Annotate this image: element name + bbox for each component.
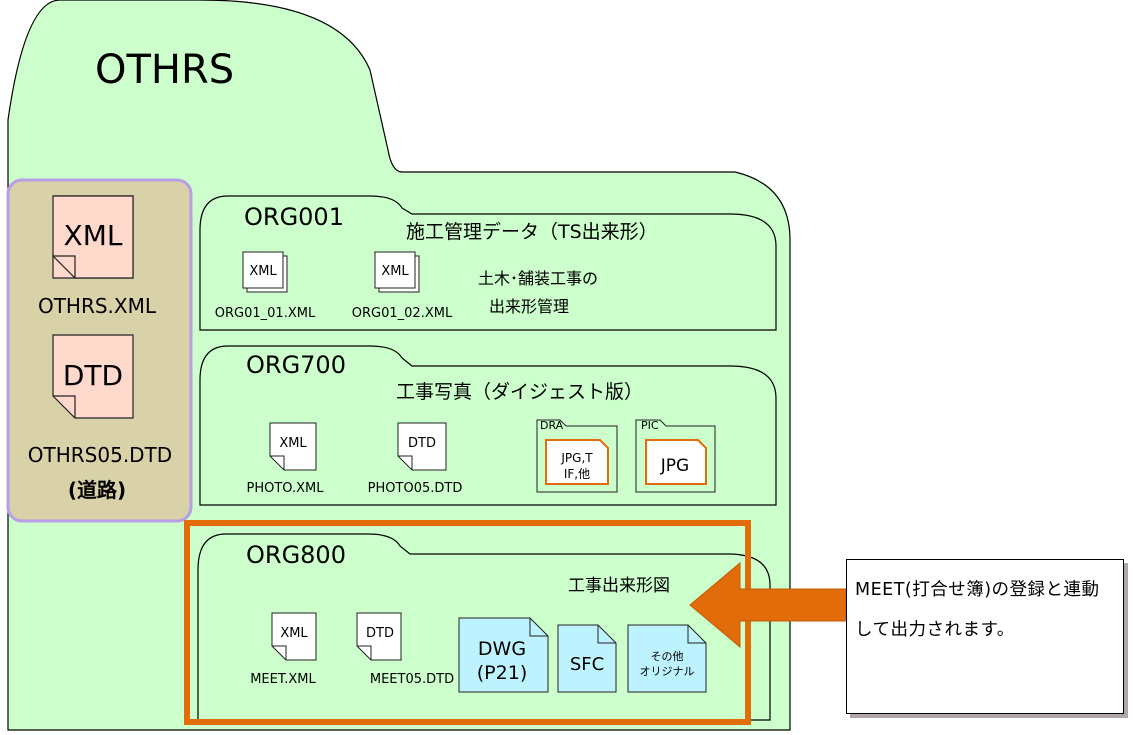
svg-text:DWG: DWG — [478, 638, 526, 660]
org700-name: ORG700 — [246, 351, 346, 379]
svg-text:DTD: DTD — [366, 626, 394, 641]
org001-name: ORG001 — [244, 203, 344, 231]
svg-text:XML: XML — [249, 264, 277, 279]
org01-02-xml-label: ORG01_02.XML — [352, 306, 453, 321]
org01-01-xml-icon: XML — [242, 251, 288, 293]
photo-xml-icon: XML — [269, 422, 317, 471]
photo-dtd-label: PHOTO05.DTD — [368, 481, 463, 496]
dwg-p21-icon: DWG (P21) — [458, 617, 549, 693]
org800-title: 工事出来形図 — [568, 576, 670, 596]
othrs-title: OTHRS — [95, 47, 234, 93]
org001-desc-line1: 土木･舗装工事の — [478, 269, 598, 288]
svg-text:IF,他: IF,他 — [564, 467, 590, 481]
org001-folder — [199, 195, 777, 331]
svg-text:(P21): (P21) — [477, 662, 527, 684]
other-original-icon: その他 オリジナル — [627, 624, 707, 693]
othrs-xml-icon: XML — [52, 195, 134, 279]
org700-folder — [199, 345, 777, 506]
othrs-dtd-icon: DTD — [52, 334, 134, 419]
orange-arrow — [689, 561, 847, 649]
svg-text:オリジナル: オリジナル — [640, 665, 695, 678]
svg-text:JPG,T: JPG,T — [560, 451, 593, 465]
svg-text:XML: XML — [279, 436, 307, 451]
meet-dtd-icon: DTD — [356, 612, 402, 661]
org001-desc-line2: 出来形管理 — [489, 297, 569, 316]
dra-subfolder: DRA JPG,T IF,他 — [536, 419, 618, 493]
svg-text:JPG: JPG — [660, 456, 689, 476]
svg-text:DRA: DRA — [540, 419, 564, 432]
org001-title: 施工管理データ（TS出来形） — [406, 221, 658, 243]
org700-title: 工事写真（ダイジェスト版） — [396, 381, 643, 403]
svg-text:DTD: DTD — [63, 359, 123, 392]
othrs-xml-label: OTHRS.XML — [38, 294, 157, 318]
org01-02-xml-icon: XML — [374, 251, 420, 293]
svg-text:XML: XML — [280, 626, 308, 641]
sfc-icon: SFC — [557, 624, 617, 693]
svg-text:XML: XML — [64, 219, 123, 252]
svg-text:DTD: DTD — [408, 436, 436, 451]
meet-dtd-label: MEET05.DTD — [370, 672, 454, 687]
org01-01-xml-label: ORG01_01.XML — [215, 306, 316, 321]
svg-text:SFC: SFC — [570, 654, 604, 675]
othrs-dtd-label: OTHRS05.DTD — [28, 443, 172, 467]
othrs-dtd-note: (道路) — [68, 478, 126, 502]
meet-xml-label: MEET.XML — [250, 672, 316, 687]
meet-xml-icon: XML — [271, 612, 317, 661]
org800-highlight-frame — [184, 520, 751, 725]
svg-text:その他: その他 — [651, 650, 684, 663]
org800-name: ORG800 — [246, 541, 346, 569]
svg-text:PIC: PIC — [641, 419, 659, 432]
photo-xml-label: PHOTO.XML — [247, 481, 325, 496]
pic-subfolder: PIC JPG — [635, 419, 716, 493]
svg-text:XML: XML — [381, 264, 409, 279]
photo-dtd-icon: DTD — [397, 422, 447, 471]
callout-note: MEET(打合せ簿)の登録と連動して出力されます。 — [846, 559, 1124, 714]
